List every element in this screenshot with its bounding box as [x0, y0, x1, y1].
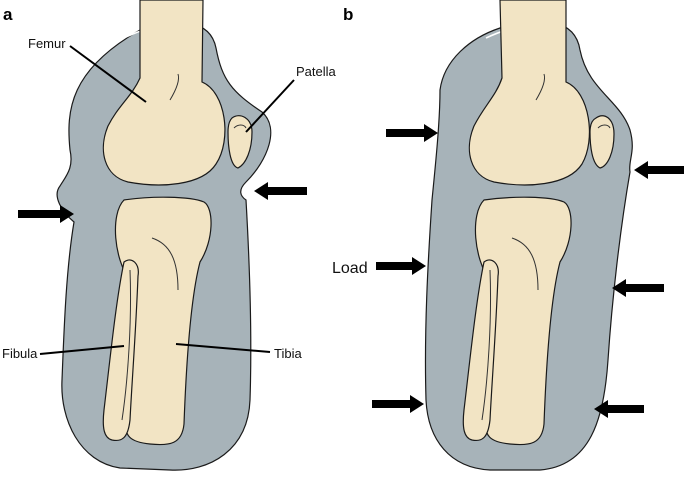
panel-b: b Load	[332, 0, 684, 471]
panel-a-arrow-left	[18, 205, 74, 223]
panel-b-patella-line	[597, 124, 611, 129]
label-fibula: Fibula	[2, 346, 38, 361]
panel-b-patella	[589, 115, 615, 169]
panel-b-fibula	[462, 259, 499, 442]
panel-b-femur	[468, 0, 591, 186]
panel-a-tibia-line	[151, 237, 179, 291]
panel-a-femur-line	[169, 73, 179, 101]
fibula-leader-line	[39, 345, 125, 355]
panel-a-fibula	[102, 259, 139, 442]
panel-b-arrow-right-top	[634, 161, 684, 179]
label-femur: Femur	[28, 36, 66, 51]
panel-a-patella	[227, 115, 253, 169]
panel-a: a Femur Patella Fibula Tibia	[2, 0, 337, 471]
panel-b-fibula-line	[481, 269, 492, 421]
panel-b-arrow-left-top	[386, 124, 438, 142]
label-tibia: Tibia	[274, 346, 302, 361]
tibia-leader-line	[175, 343, 271, 353]
panel-a-letter: a	[3, 5, 13, 24]
panel-a-fibula-line	[121, 269, 132, 421]
panel-b-letter: b	[343, 5, 353, 24]
panel-a-patella-line	[233, 124, 247, 129]
panel-b-arrow-left-middle	[376, 257, 426, 275]
panel-b-arrow-right-bottom	[594, 400, 644, 418]
panel-a-femur	[102, 0, 226, 186]
panel-b-tibia-line	[511, 237, 539, 291]
femur-leader-line	[69, 45, 147, 103]
panel-b-femur-line	[535, 73, 545, 101]
patella-leader-line	[245, 79, 295, 133]
label-patella: Patella	[296, 64, 337, 79]
panel-b-arrow-right-middle	[612, 279, 664, 297]
label-load: Load	[332, 260, 368, 277]
panel-a-arrow-right	[254, 182, 307, 200]
panel-b-arrow-left-bottom	[372, 395, 424, 413]
